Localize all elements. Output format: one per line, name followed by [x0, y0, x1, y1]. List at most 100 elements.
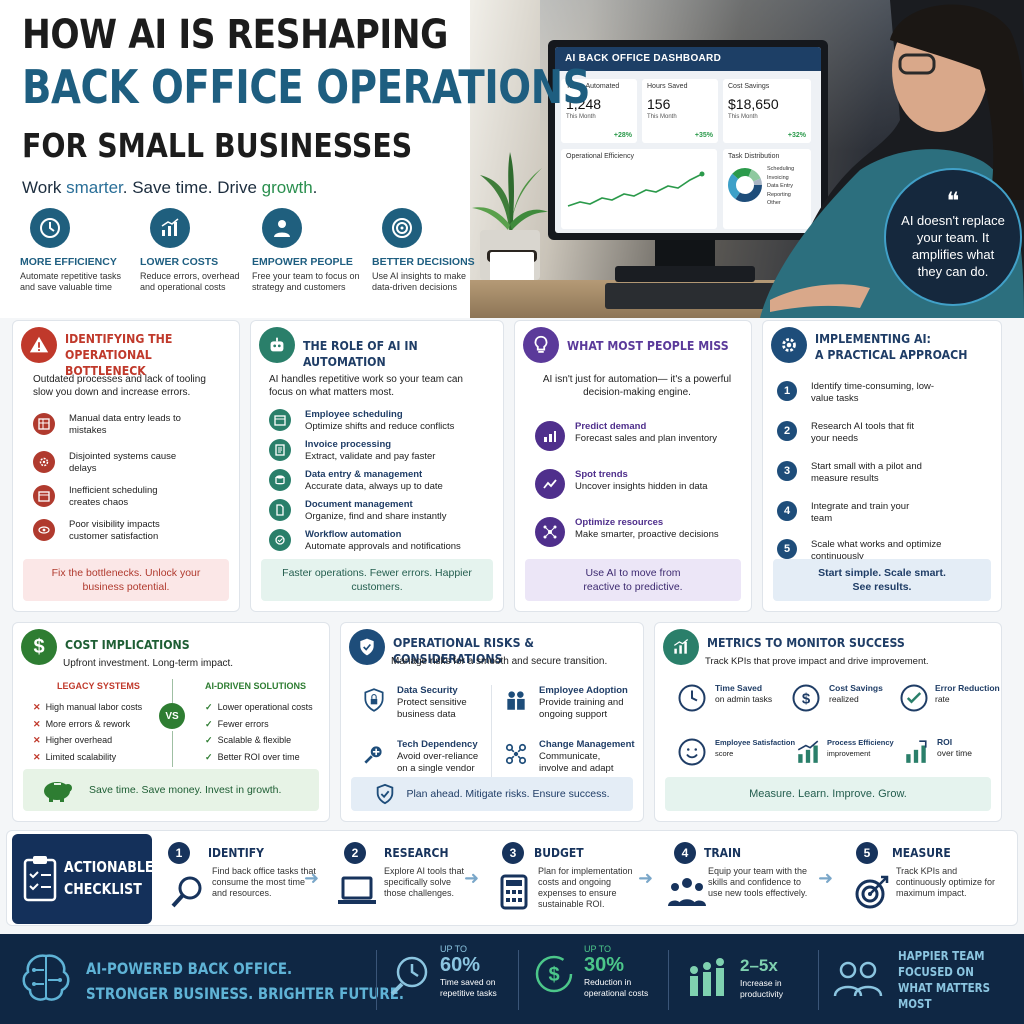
step-text: Start small with a pilot and measure res…: [811, 461, 922, 484]
dollar-icon: $: [21, 629, 57, 665]
card-intro: Track KPIs that prove impact and drive i…: [705, 656, 929, 667]
laptop-icon: [338, 876, 376, 904]
card-footer: Use AI to move from reactive to predicti…: [525, 559, 741, 601]
metric-heading: Employee Satisfaction: [715, 738, 796, 747]
chart-up-icon: [663, 629, 699, 665]
list-item-heading: Predict demand: [575, 421, 647, 432]
productivity-people-icon: [690, 958, 724, 996]
step-number: 1: [168, 842, 190, 864]
legend-item: Scheduling: [767, 166, 795, 172]
bar-chart-icon: [797, 740, 819, 763]
ai-item: ✓ Scalable & flexible: [205, 732, 313, 749]
list-item-heading: Employee scheduling: [305, 409, 403, 420]
kpi-period: This Month: [566, 114, 596, 120]
kpi-period: This Month: [647, 114, 677, 120]
banner-slogan-line: STRONGER BUSINESS. BRIGHTER FUTURE.: [86, 984, 404, 1003]
card-intro: Manage risks for a smooth and secure tra…: [391, 656, 608, 667]
keyboard-icon: [605, 283, 795, 309]
benefit-costs: LOWER COSTS Reduce errors, overhead and …: [140, 208, 250, 293]
divider: [668, 950, 669, 1010]
target-arrow-icon: [855, 875, 889, 909]
step-title: BUDGET: [534, 846, 584, 860]
card-title: THE ROLE OF AI IN AUTOMATION: [303, 338, 418, 369]
cross-icon: ✕: [33, 735, 41, 745]
warning-icon: [21, 327, 57, 363]
benefit-title: MORE EFFICIENCY: [20, 256, 117, 268]
card-title-line: A PRACTICAL APPROACH: [815, 347, 968, 362]
arrow-right-icon: ➜: [464, 868, 480, 888]
card-intro: Outdated processes and lack of tooling s…: [33, 374, 206, 398]
step-item: 1 Identify time-consuming, low-value task…: [777, 381, 951, 405]
tagline-part: .: [312, 178, 318, 197]
step-title: TRAIN: [704, 846, 742, 860]
card-title: IMPLEMENTING AI:A PRACTICAL APPROACH: [815, 331, 967, 363]
list-item-desc: Optimize shifts and reduce conflicts: [305, 421, 455, 432]
card-footer-text: Fix the bottlenecks. Unlock your busines…: [51, 567, 201, 593]
piggy-bank-icon: [44, 782, 72, 802]
legacy-heading: LEGACY SYSTEMS: [57, 681, 140, 691]
quote-circle: ❝ AI doesn't replace your team. It ampli…: [884, 168, 1022, 306]
step-title: MEASURE: [892, 846, 951, 860]
card-footer-text: Plan ahead. Mitigate risks. Ensure succe…: [406, 788, 610, 800]
invoice-icon: [269, 439, 291, 461]
metric-desc: improvement: [827, 749, 871, 758]
team-icon: [668, 878, 706, 906]
list-item: Inefficient scheduling creates chaos: [33, 485, 189, 509]
check-icon: ✓: [205, 735, 213, 745]
list-item: Poor visibility impacts customer satisfa…: [33, 519, 199, 543]
monitor-stand: [655, 240, 715, 270]
metric-desc: over time: [937, 748, 972, 758]
step-desc: Find back office tasks that consume the …: [212, 866, 316, 898]
page-title-line1: HOW AI IS RESHAPING: [22, 12, 448, 58]
brain-circuit-icon: [22, 954, 70, 1001]
tagline-part: smarter: [66, 178, 123, 197]
check-icon: ✓: [205, 702, 213, 712]
tagline-part: . Save time. Drive: [122, 178, 262, 197]
card-operational-risks: OPERATIONAL RISKS & CONSIDERATIONS Manag…: [340, 622, 644, 822]
legend-item: Data Entry: [767, 183, 793, 189]
dollar-refresh-icon: $: [535, 955, 573, 993]
card-footer: Plan ahead. Mitigate risks. Ensure succe…: [351, 777, 633, 811]
stat-value: 60%: [440, 954, 481, 976]
benefit-people: EMPOWER PEOPLE Free your team to focus o…: [252, 208, 362, 293]
step-text: Identify time-consuming, low-value tasks: [811, 381, 935, 404]
quote-mark-icon: ❝: [946, 187, 960, 215]
step-number: 4: [674, 842, 696, 864]
page-title-line2: BACK OFFICE OPERATIONS: [22, 60, 591, 114]
svg-text:$: $: [802, 691, 811, 708]
spreadsheet-icon: [33, 413, 55, 435]
step-desc: Track KPIs and continuously optimize for…: [896, 866, 996, 898]
list-item-heading: Invoice processing: [305, 439, 392, 450]
kpi-delta: +32%: [787, 132, 806, 139]
risk-heading: Change Management: [539, 739, 635, 750]
kpi-period: This Month: [728, 114, 758, 120]
list-item-desc: Organize, find and share instantly: [305, 511, 447, 522]
calendar-icon: [33, 485, 55, 507]
benefit-desc: Use AI insights to make data-driven deci…: [372, 271, 467, 292]
step-text: Integrate and train your team: [811, 501, 910, 524]
risk-desc: Provide training and ongoing support: [539, 697, 624, 720]
metric-desc: rate: [935, 694, 950, 704]
benefit-decisions: BETTER DECISIONS Use AI insights to make…: [372, 208, 482, 293]
tagline-part: Work: [22, 178, 67, 197]
card-footer-text: Use AI to move from reactive to predicti…: [583, 567, 683, 593]
lightbulb-icon: [523, 327, 559, 363]
efficiency-line-chart: [567, 171, 705, 207]
card-intro: AI isn't just for automation— it's a pow…: [542, 374, 732, 398]
step-number: 1: [777, 381, 797, 401]
risk-desc: Protect sensitive business data: [397, 697, 467, 720]
kpi-card: Cost Savings $18,650 This Month +32%: [723, 79, 811, 143]
metric-desc: realized: [829, 694, 859, 704]
stat-value: 2–5x: [740, 956, 778, 975]
cross-icon: ✕: [33, 718, 41, 729]
database-icon: [269, 469, 291, 491]
step-number: 5: [777, 539, 797, 559]
metric-heading: Cost Savings: [829, 683, 883, 693]
